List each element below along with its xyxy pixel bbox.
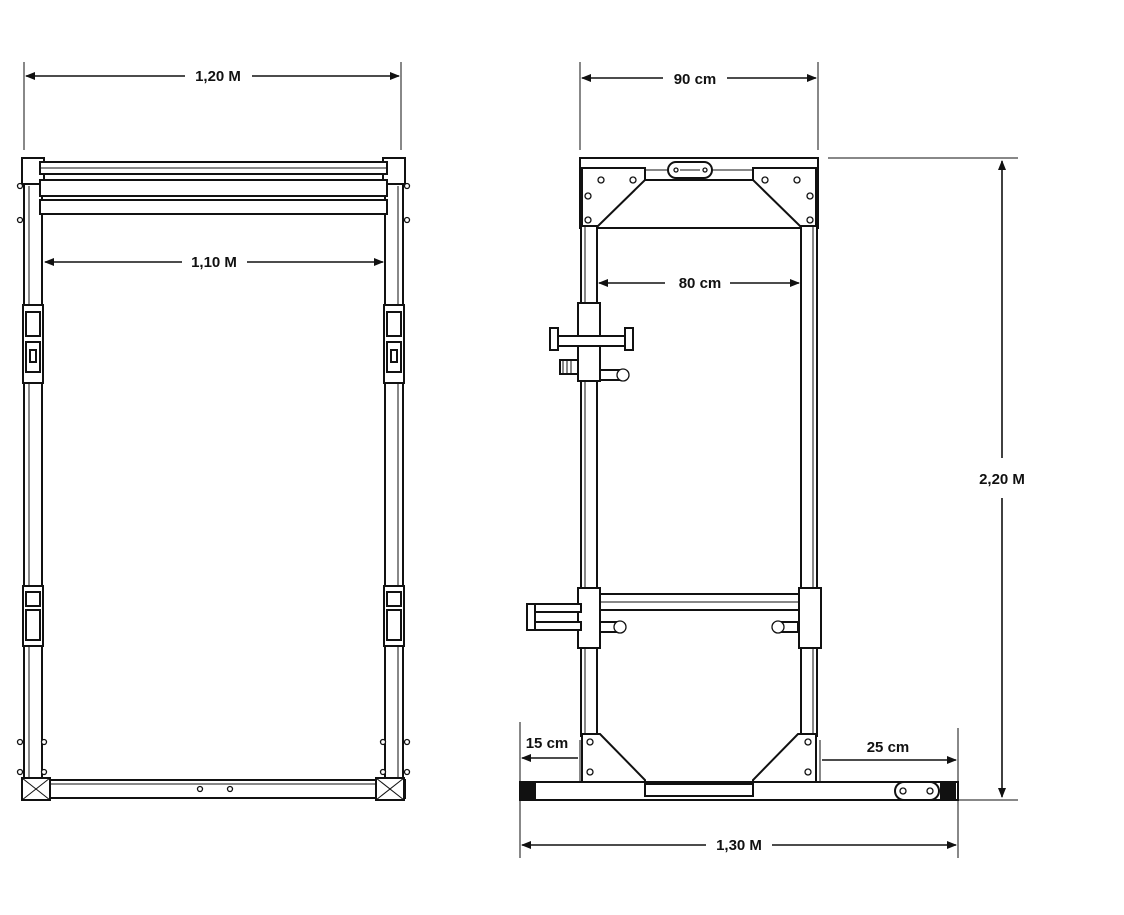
right-j-hook: [383, 304, 405, 384]
left-j-hook: [22, 304, 44, 384]
side-inner-width-label: 80 cm: [679, 275, 722, 292]
left-safety-holder: [22, 585, 44, 647]
right-foot-cap: [940, 781, 956, 801]
front-inner-width-label: 1,10 M: [191, 254, 237, 271]
side-safety-bar: [526, 587, 822, 649]
side-inner-width-dimension: 80 cm: [598, 275, 800, 292]
base-length-label: 1,30 M: [716, 837, 762, 854]
front-view: 1,20 M 1,10 M: [16, 62, 411, 801]
side-view: 90 cm 2,20 M: [519, 62, 1025, 858]
side-j-hook: [549, 302, 634, 382]
side-rear-upright: [800, 225, 818, 737]
front-base-rail: [21, 779, 406, 799]
left-foot-cap: [520, 781, 536, 801]
front-inner-width-dimension: 1,10 M: [44, 254, 384, 271]
left-foot-dimension: 15 cm: [521, 735, 578, 762]
side-height-label: 2,20 M: [979, 471, 1025, 488]
right-foot-label: 25 cm: [867, 739, 910, 756]
right-foot-dimension: 25 cm: [822, 739, 957, 764]
side-height-dimension: 2,20 M: [979, 160, 1025, 798]
front-width-dimension: 1,20 M: [25, 68, 400, 85]
right-upright: [384, 159, 404, 799]
left-foot-label: 15 cm: [526, 735, 569, 752]
side-width-label: 90 cm: [674, 71, 717, 88]
base-length-dimension: 1,30 M: [521, 837, 957, 854]
right-safety-holder: [383, 585, 405, 647]
left-upright: [23, 159, 43, 799]
front-width-label: 1,20 M: [195, 68, 241, 85]
side-width-dimension: 90 cm: [581, 71, 817, 88]
